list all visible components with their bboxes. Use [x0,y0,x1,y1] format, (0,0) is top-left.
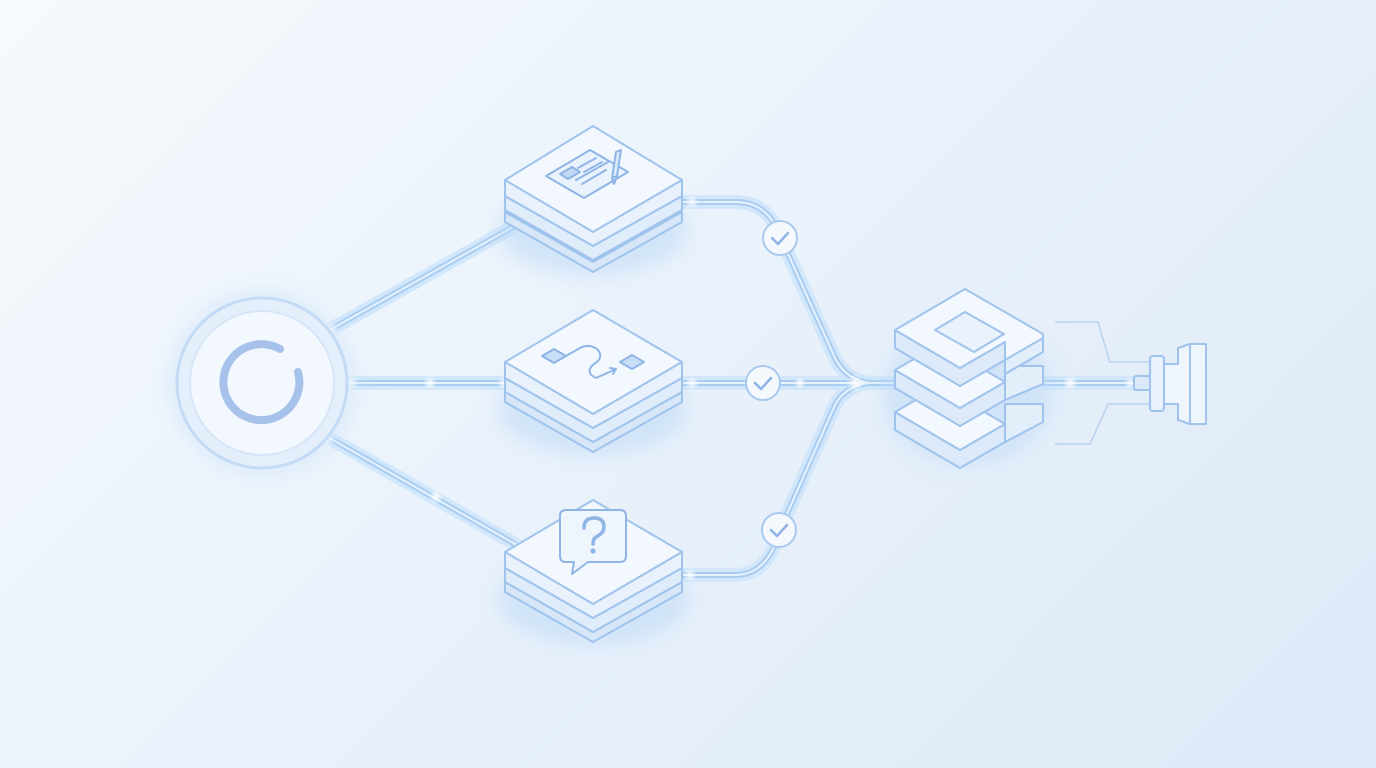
branch-tile-flow [498,309,688,455]
merge-connector-bottom [1055,403,1150,445]
check-badge-question [761,512,797,548]
check-icon [753,376,773,391]
pipe-connector-icon [1133,343,1207,425]
flow-arrow-icon [541,344,645,379]
check-badge-flow [745,365,781,401]
question-bubble-icon [559,509,627,575]
check-icon [769,523,789,538]
output-node [1133,343,1207,425]
branch-tile-question [498,499,688,645]
check-badge-document [762,220,798,256]
document-edit-icon [545,149,629,199]
start-node [170,291,354,475]
merge-connector-top [1055,321,1150,363]
check-icon [770,231,790,246]
merge-node [883,288,1150,469]
stacked-blocks-icon [894,288,1044,469]
branch-tile-document [498,125,688,275]
power-ring-icon [219,340,304,425]
